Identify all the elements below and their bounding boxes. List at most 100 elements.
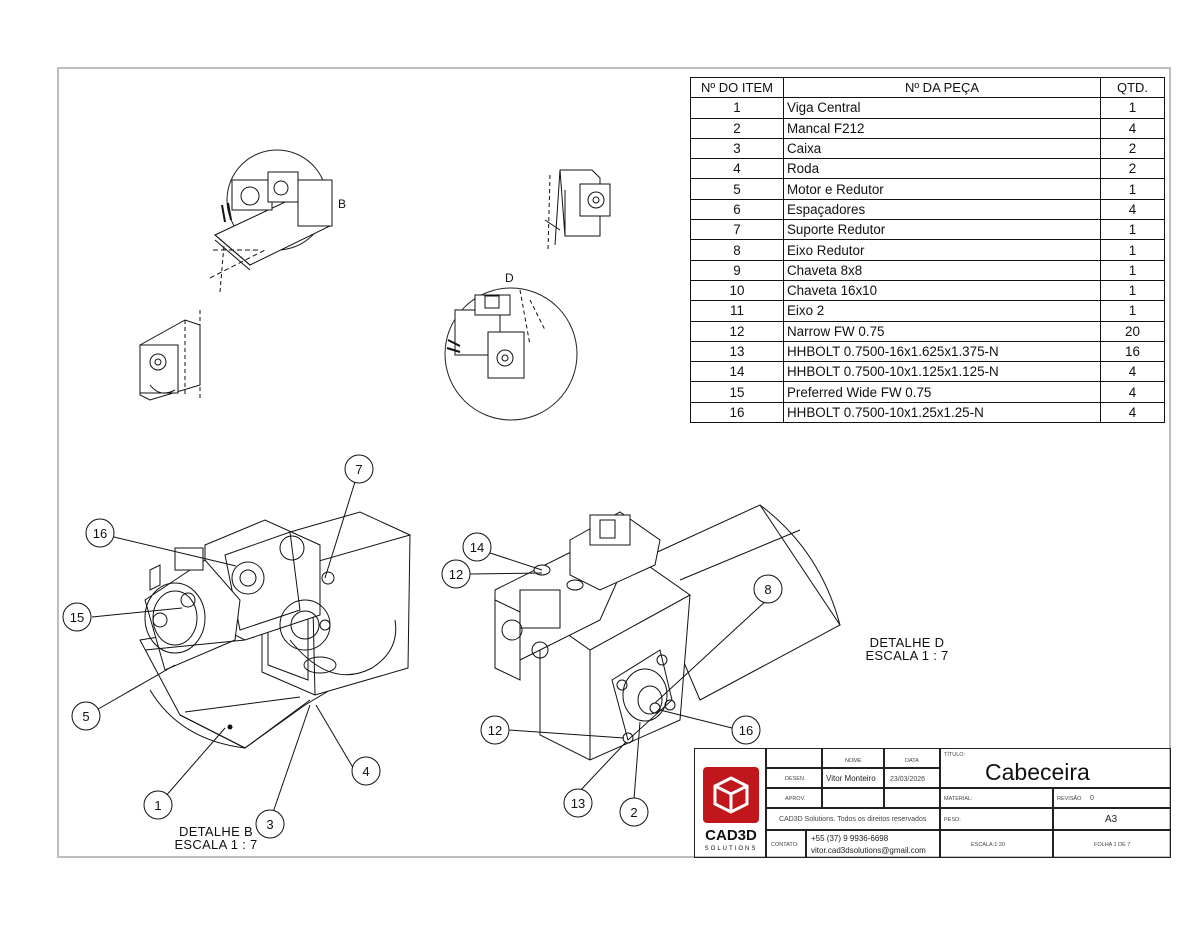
bom-quantity: 2 bbox=[1100, 158, 1165, 180]
tb-revisao-value: 0 bbox=[1090, 795, 1094, 802]
logo-tagline: SOLUTIONS bbox=[705, 846, 758, 852]
svg-text:5: 5 bbox=[82, 709, 89, 724]
svg-text:14: 14 bbox=[470, 540, 484, 555]
detail-b-balloons bbox=[85, 468, 360, 822]
bom-item-number: 11 bbox=[690, 300, 784, 322]
tb-titulo-label: TÍTULO: bbox=[944, 752, 966, 758]
bom-part-name: Narrow FW 0.75 bbox=[783, 320, 1101, 342]
balloon-b-16: 16 bbox=[85, 518, 115, 548]
tb-revisao-label: REVISÃO bbox=[1057, 796, 1082, 802]
bom-item-number: 5 bbox=[690, 178, 784, 200]
bom-item-number: 6 bbox=[690, 198, 784, 221]
balloon-b-1: 1 bbox=[143, 790, 173, 820]
bom-header-part: Nº DA PEÇA bbox=[783, 76, 1101, 99]
tb-contato-label-cell: CONTATO: bbox=[766, 830, 806, 858]
svg-text:8: 8 bbox=[764, 582, 771, 597]
svg-text:4: 4 bbox=[362, 764, 369, 779]
svg-text:12: 12 bbox=[488, 723, 502, 738]
overview-detail-b bbox=[209, 149, 333, 293]
tb-email: vitor.cad3dsolutions@gmail.com bbox=[811, 846, 926, 855]
bom-item-number: 9 bbox=[690, 259, 784, 281]
tb-peso-cell: PESO: bbox=[940, 808, 1053, 830]
detail-d-label: DETALHE D ESCALA 1 : 7 bbox=[857, 636, 957, 662]
tb-escala-cell: ESCALA:1:20 bbox=[940, 830, 1053, 858]
tb-desen-label: DESEN. bbox=[785, 776, 806, 782]
svg-text:2: 2 bbox=[630, 805, 637, 820]
bom-quantity: 4 bbox=[1100, 401, 1165, 424]
bom-item-number: 15 bbox=[690, 381, 784, 403]
bom-part-name: Viga Central bbox=[783, 97, 1101, 119]
tb-desen-date: 23/03/2026 bbox=[890, 776, 926, 783]
bom-part-name: Mancal F212 bbox=[783, 117, 1101, 139]
bom-part-name: Caixa bbox=[783, 137, 1101, 160]
svg-text:13: 13 bbox=[571, 796, 585, 811]
overview-view-top bbox=[544, 169, 611, 251]
tb-aprov-label-cell: APROV. bbox=[766, 788, 822, 808]
tb-aprov-name-cell bbox=[822, 788, 884, 808]
tb-size: A3 bbox=[1105, 814, 1118, 825]
bom-quantity: 1 bbox=[1100, 259, 1165, 281]
tb-col-data: DATA bbox=[905, 758, 919, 764]
bom-quantity: 4 bbox=[1100, 198, 1165, 221]
tb-desen-name: Vitor Monteiro bbox=[826, 774, 876, 783]
balloon-b-3: 3 bbox=[255, 809, 285, 839]
tb-material-label: MATERIAL: bbox=[944, 796, 973, 802]
bom-part-name: Chaveta 16x10 bbox=[783, 279, 1101, 302]
bom-header-qty: QTD. bbox=[1100, 76, 1165, 99]
bom-part-name: HHBOLT 0.7500-16x1.625x1.375-N bbox=[783, 340, 1101, 363]
tb-blank-cell bbox=[766, 748, 822, 768]
tb-title-cell: TÍTULO: Cabeceira bbox=[940, 748, 1171, 788]
tb-contact-cell: +55 (37) 9 9936-6698 vitor.cad3dsolution… bbox=[806, 830, 940, 858]
bom-part-name: HHBOLT 0.7500-10x1.25x1.25-N bbox=[783, 401, 1101, 424]
balloon-b-4: 4 bbox=[351, 756, 381, 786]
svg-text:16: 16 bbox=[739, 723, 753, 738]
svg-text:15: 15 bbox=[70, 610, 84, 625]
bom-quantity: 1 bbox=[1100, 219, 1165, 241]
balloon-d-12-bottom: 12 bbox=[480, 715, 510, 745]
bom-item-number: 10 bbox=[690, 279, 784, 302]
logo-cell: CAD3D SOLUTIONS bbox=[694, 748, 766, 858]
tb-rights-cell: CAD3D Solutions. Todos os direitos reser… bbox=[766, 808, 940, 830]
drawing-sheet-border bbox=[57, 67, 1171, 858]
bom-item-number: 1 bbox=[690, 97, 784, 119]
bom-part-name: Roda bbox=[783, 158, 1101, 180]
tb-col-nome: NOME bbox=[845, 758, 862, 764]
bom-part-name: HHBOLT 0.7500-10x1.125x1.125-N bbox=[783, 361, 1101, 383]
bom-quantity: 1 bbox=[1100, 300, 1165, 322]
balloon-d-13: 13 bbox=[563, 788, 593, 818]
bom-quantity: 4 bbox=[1100, 361, 1165, 383]
svg-text:1: 1 bbox=[154, 798, 161, 813]
svg-text:7: 7 bbox=[355, 462, 362, 477]
drawing-title: Cabeceira bbox=[985, 759, 1090, 785]
bom-part-name: Motor e Redutor bbox=[783, 178, 1101, 200]
bom-quantity: 1 bbox=[1100, 97, 1165, 119]
detail-b-scale: ESCALA 1 : 7 bbox=[174, 837, 258, 852]
balloon-d-2: 2 bbox=[619, 797, 649, 827]
bom-part-name: Espaçadores bbox=[783, 198, 1101, 221]
detail-d-balloons bbox=[468, 552, 769, 800]
tb-aprov-date-cell bbox=[884, 788, 940, 808]
bom-part-name: Eixo 2 bbox=[783, 300, 1101, 322]
tb-contato-label: CONTATO: bbox=[771, 842, 799, 848]
bom-quantity: 4 bbox=[1100, 117, 1165, 139]
detail-d-title: DETALHE D bbox=[869, 635, 945, 650]
balloon-d-8: 8 bbox=[753, 574, 783, 604]
bom-item-number: 4 bbox=[690, 158, 784, 180]
bom-item-number: 13 bbox=[690, 340, 784, 363]
bom-item-number: 7 bbox=[690, 219, 784, 241]
tb-revisao-cell: REVISÃO 0 bbox=[1053, 788, 1171, 808]
detail-b-view bbox=[139, 511, 411, 749]
balloon-b-5: 5 bbox=[71, 701, 101, 731]
overview-view-left bbox=[139, 310, 201, 401]
tb-desen-name-cell: Vitor Monteiro bbox=[822, 768, 884, 788]
bom-item-number: 2 bbox=[690, 117, 784, 139]
cad3d-logo: CAD3D SOLUTIONS bbox=[703, 767, 759, 852]
